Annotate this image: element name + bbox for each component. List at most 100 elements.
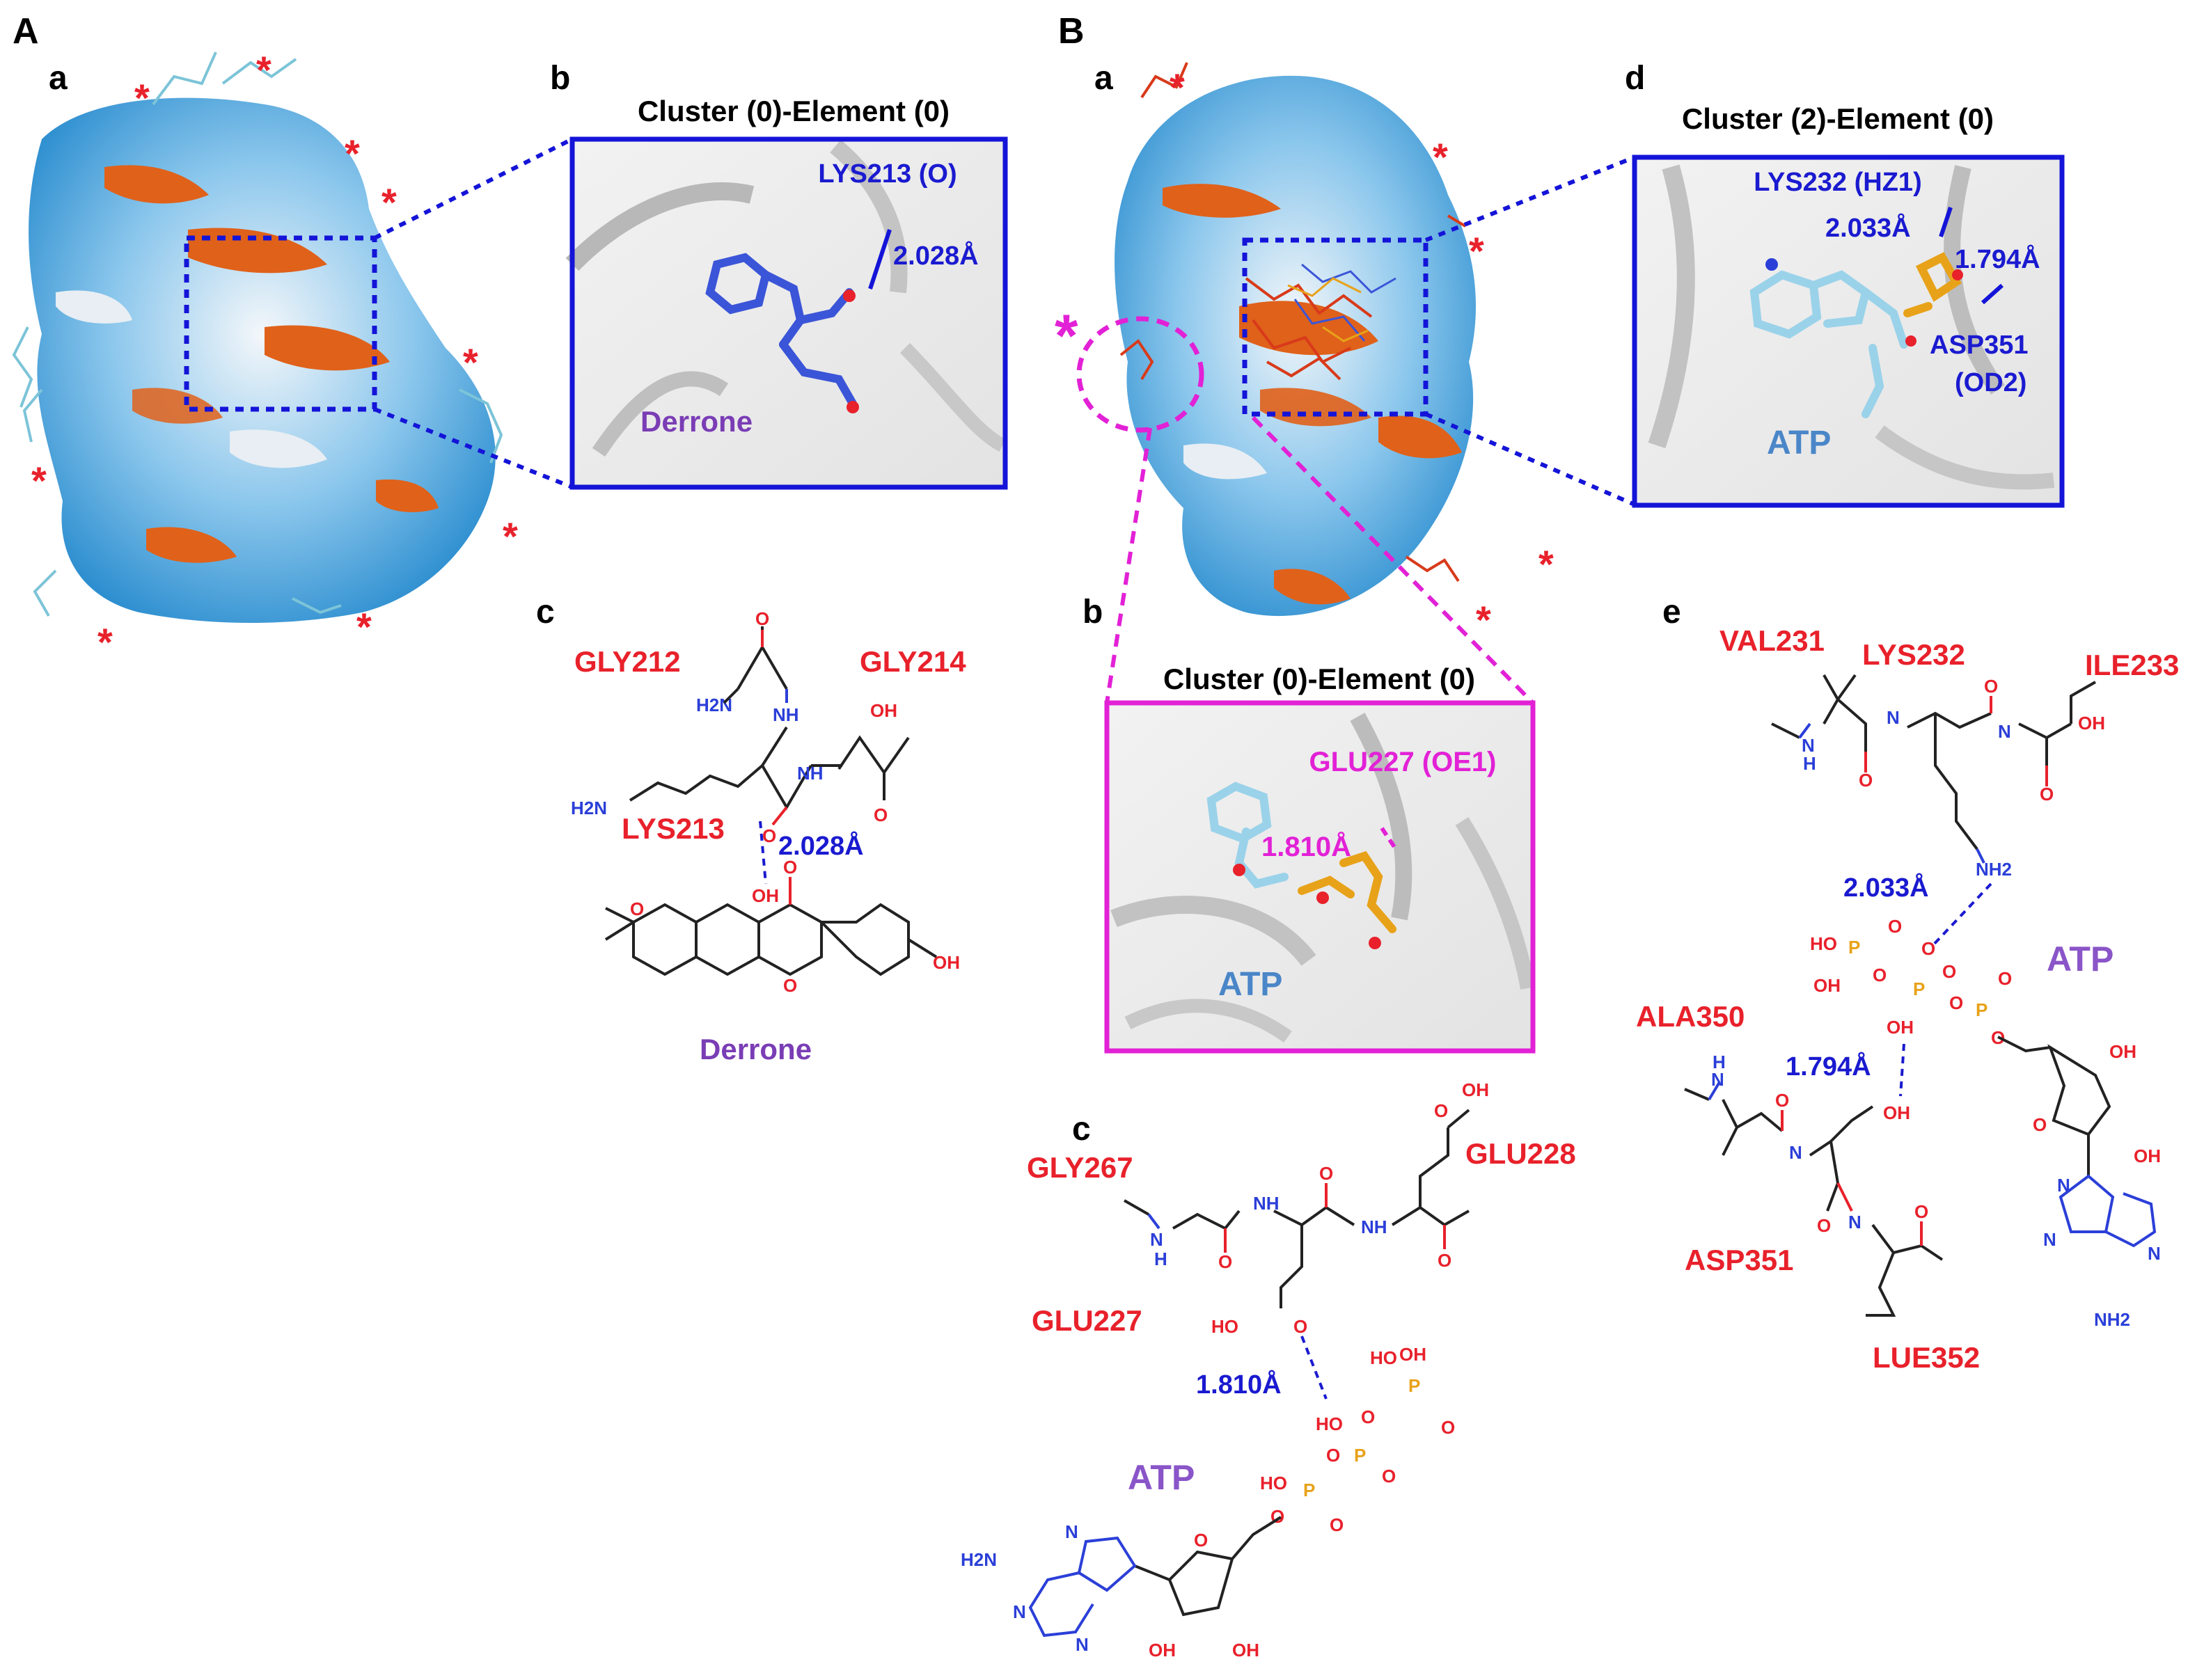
svg-text:H2N: H2N [961, 1549, 997, 1570]
svg-text:N: N [1998, 721, 2011, 742]
panel-A-label: A [13, 11, 39, 51]
svg-text:1.810Å: 1.810Å [1196, 1369, 1282, 1400]
panel-B-label: B [1058, 11, 1085, 51]
panel-B-c-diagram: GLY267 GLU228 GLU227 N H O NH O NH O O O… [961, 1079, 1576, 1661]
svg-text:Derrone: Derrone [700, 1033, 812, 1065]
svg-text:*: * [134, 76, 150, 120]
A-b-distance-label: 2.028Å [893, 240, 979, 271]
svg-text:LYS213: LYS213 [622, 812, 725, 845]
svg-text:O: O [1194, 1530, 1208, 1551]
svg-text:O: O [1382, 1466, 1396, 1487]
panel-A-b-zoom: LYS213 (O) 2.028Å Derrone [565, 136, 1008, 490]
panel-B-d-title: Cluster (2)-Element (0) [1682, 102, 1994, 135]
svg-text:O: O [1330, 1514, 1344, 1535]
svg-text:O: O [1441, 1417, 1455, 1438]
svg-text:OH: OH [752, 885, 779, 906]
svg-text:OH: OH [1887, 1017, 1914, 1038]
svg-text:O: O [630, 898, 644, 919]
svg-text:O: O [1775, 1090, 1789, 1111]
svg-text:OH: OH [1149, 1640, 1176, 1661]
svg-text:N: N [1065, 1521, 1078, 1542]
svg-text:1.794Å: 1.794Å [1786, 1051, 1871, 1081]
B-d-residue2b: (OD2) [1955, 368, 2026, 397]
panel-B-b-title: Cluster (0)-Element (0) [1163, 663, 1475, 695]
panel-B-d-zoom: LYS232 (HZ1) 2.033Å 1.794Å ASP351 (OD2) … [1632, 154, 2065, 508]
svg-text:OH: OH [1232, 1640, 1259, 1661]
svg-text:NH: NH [797, 763, 824, 784]
svg-text:N: N [1848, 1212, 1861, 1233]
svg-text:*: * [1538, 542, 1554, 586]
panel-B-e-diagram: VAL231 LYS232 ILE233 ALA350 ASP351 LUE35… [1636, 624, 2179, 1374]
panel-A-b-title: Cluster (0)-Element (0) [638, 95, 950, 127]
panel-B-a-label: a [1094, 60, 1113, 97]
svg-text:P: P [1354, 1445, 1366, 1466]
svg-text:GLY214: GLY214 [860, 645, 966, 678]
svg-text:OH: OH [2109, 1041, 2136, 1062]
svg-text:OH: OH [1813, 975, 1841, 996]
svg-text:O: O [755, 608, 769, 629]
svg-text:O: O [874, 805, 888, 825]
svg-text:HO: HO [1810, 933, 1837, 954]
B-d-residue2a: ASP351 [1930, 331, 2029, 360]
A-b-ligand-label: Derrone [640, 405, 753, 438]
panel-A-c-label: c [536, 594, 555, 631]
svg-text:P: P [1976, 999, 1987, 1020]
svg-text:OH: OH [1462, 1079, 1489, 1100]
svg-text:*: * [503, 514, 518, 558]
svg-text:NH: NH [773, 704, 799, 725]
svg-text:N: N [1076, 1634, 1089, 1655]
panel-B-b-label: b [1083, 594, 1103, 631]
svg-text:O: O [1921, 938, 1935, 959]
svg-text:N: N [2057, 1175, 2070, 1196]
B-b-residue: GLU227 (OE1) [1309, 747, 1497, 777]
svg-text:OH: OH [870, 700, 897, 721]
svg-text:O: O [1949, 992, 1963, 1013]
svg-text:O: O [1361, 1406, 1375, 1427]
svg-text:O: O [1984, 676, 1998, 697]
svg-text:O: O [1859, 770, 1873, 791]
svg-text:O: O [1873, 965, 1887, 985]
svg-text:ASP351: ASP351 [1685, 1244, 1793, 1276]
svg-text:HO: HO [1316, 1413, 1343, 1434]
svg-text:2.028Å: 2.028Å [778, 830, 864, 861]
svg-text:N: N [1013, 1601, 1026, 1622]
svg-text:ATP: ATP [2047, 940, 2114, 978]
svg-text:*: * [1469, 229, 1484, 273]
svg-text:GLY267: GLY267 [1027, 1151, 1133, 1184]
svg-text:NH: NH [1361, 1217, 1387, 1237]
svg-text:O: O [1434, 1100, 1448, 1121]
svg-text:N: N [2043, 1229, 2056, 1250]
svg-text:*: * [1433, 135, 1448, 179]
svg-text:P: P [1848, 937, 1860, 958]
svg-text:O: O [783, 857, 797, 878]
svg-text:VAL231: VAL231 [1719, 624, 1825, 657]
svg-text:HO: HO [1260, 1473, 1287, 1493]
asterisks-A: * * * * * * * * * [31, 48, 518, 664]
svg-text:N: N [1711, 1069, 1724, 1090]
protein-surface-A [12, 51, 503, 623]
svg-text:LYS232: LYS232 [1862, 638, 1965, 671]
svg-text:O: O [762, 825, 776, 846]
svg-text:P: P [1303, 1480, 1315, 1500]
B-b-ligand: ATP [1218, 966, 1282, 1003]
svg-text:O: O [2033, 1114, 2047, 1135]
svg-text:O: O [1888, 916, 1902, 937]
svg-text:LUE352: LUE352 [1873, 1341, 1980, 1374]
svg-text:*: * [256, 48, 271, 92]
svg-text:OH: OH [933, 952, 960, 973]
protein-surface-B [1076, 62, 1476, 617]
svg-text:*: * [1476, 598, 1491, 642]
panel-A-c-diagram: GLY212 GLY214 LYS213 O H2N NH O NH O OH … [571, 608, 966, 1065]
svg-text:H: H [1154, 1249, 1167, 1269]
svg-text:*: * [381, 180, 397, 224]
panel-B-e-label: e [1662, 594, 1681, 631]
B-d-ligand: ATP [1767, 425, 1831, 461]
svg-text:GLU228: GLU228 [1465, 1137, 1576, 1170]
svg-text:H2N: H2N [696, 695, 732, 715]
panel-B-c-label: c [1072, 1111, 1091, 1148]
svg-text:*: * [1170, 65, 1185, 109]
svg-text:O: O [1218, 1251, 1232, 1272]
svg-text:OH: OH [2078, 713, 2105, 734]
svg-text:HO: HO [1211, 1316, 1238, 1337]
